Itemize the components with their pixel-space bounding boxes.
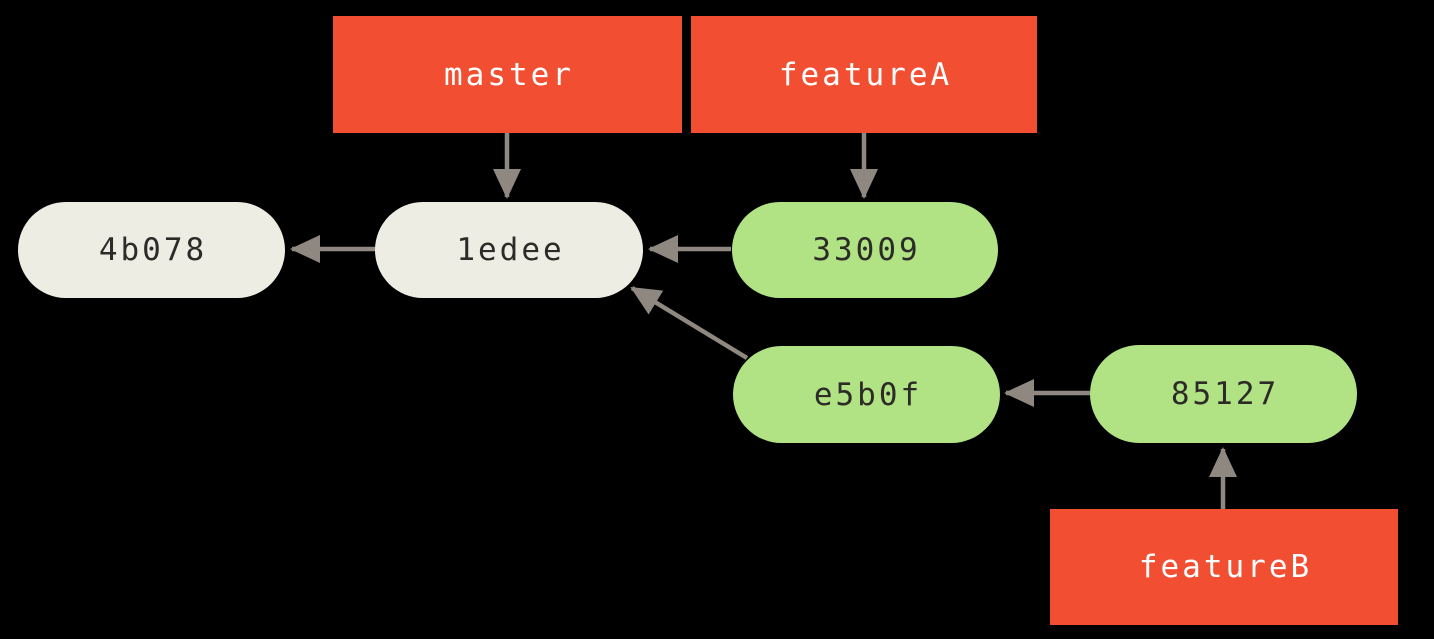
commit-node-4b078: 4b078 <box>18 202 285 298</box>
edge-e5b0f-to-1edee <box>630 286 749 360</box>
commit-label-4b078: 4b078 <box>98 232 208 268</box>
commit-node-85127: 85127 <box>1090 345 1357 443</box>
branch-box-master: master <box>333 16 682 133</box>
branch-box-featureA: featureA <box>691 16 1037 133</box>
commit-node-1edee: 1edee <box>375 202 643 298</box>
commit-label-85127: 85127 <box>1170 376 1280 412</box>
branch-label-featureA: featureA <box>778 56 953 93</box>
commit-label-e5b0f: e5b0f <box>813 376 923 413</box>
commit-node-33009: 33009 <box>732 202 998 298</box>
branch-label-master: master <box>444 56 574 93</box>
commit-node-e5b0f: e5b0f <box>733 346 1000 443</box>
branch-box-featureB: featureB <box>1050 509 1398 625</box>
commit-label-1edee: 1edee <box>456 232 565 268</box>
branch-label-featureB: featureB <box>1138 549 1313 585</box>
commit-label-33009: 33009 <box>812 232 921 268</box>
